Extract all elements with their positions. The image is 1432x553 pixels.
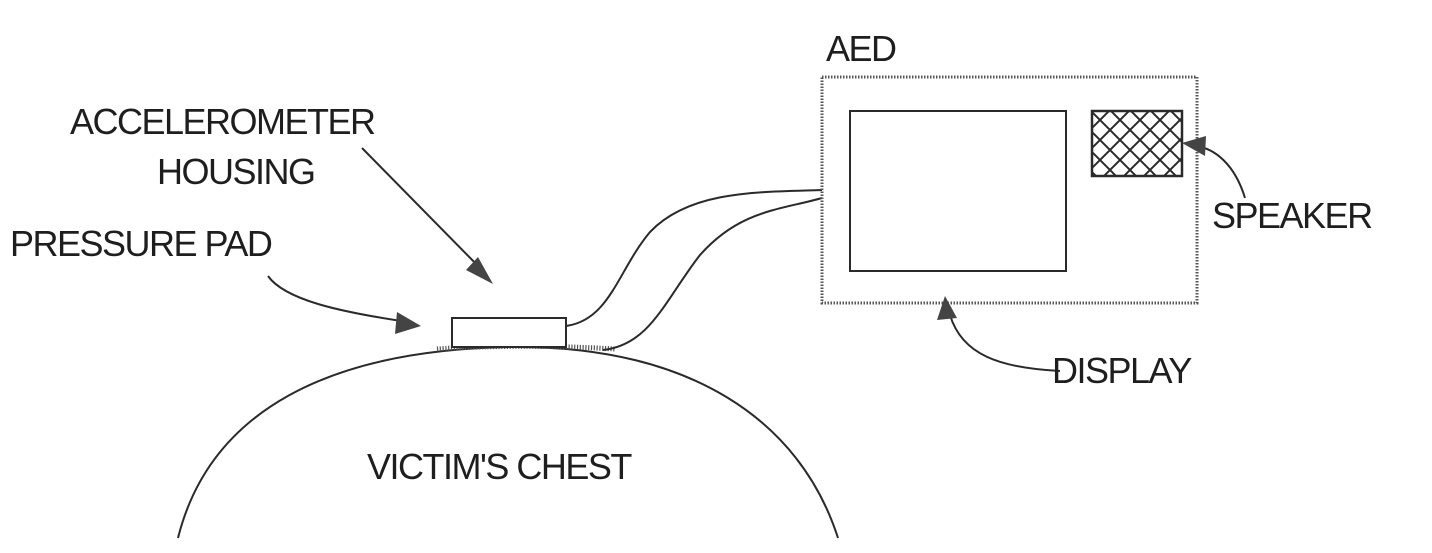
aed-display bbox=[850, 111, 1066, 271]
display-leader bbox=[950, 315, 1060, 371]
accelerometer-housing-label-line1: ACCELEROMETER bbox=[70, 101, 375, 142]
cable-lower bbox=[603, 198, 822, 350]
pressure-pad-label: PRESSURE PAD bbox=[10, 223, 272, 264]
display-label: DISPLAY bbox=[1052, 350, 1192, 391]
aed-speaker bbox=[1092, 111, 1182, 176]
accelerometer-housing bbox=[452, 318, 566, 347]
accelerometer-housing-label-line2: HOUSING bbox=[157, 151, 315, 192]
accelerometer-housing-leader bbox=[362, 148, 484, 272]
aed-label: AED bbox=[826, 28, 896, 69]
pressure-pad-leader bbox=[268, 276, 408, 322]
cable-upper bbox=[566, 190, 822, 326]
victims-chest-outline bbox=[178, 347, 838, 538]
speaker-label: SPEAKER bbox=[1212, 195, 1372, 236]
accelerometer-housing-arrowhead bbox=[466, 257, 493, 284]
pressure-pad-arrowhead bbox=[395, 312, 421, 334]
victims-chest-label: VICTIM'S CHEST bbox=[367, 446, 632, 487]
